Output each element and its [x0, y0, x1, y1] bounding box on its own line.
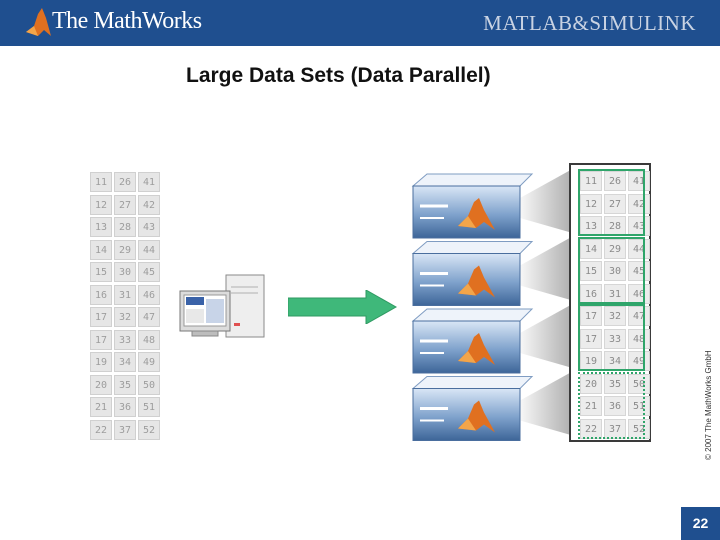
distributed-matrix-cell: 11	[580, 171, 602, 191]
input-matrix-cell: 36	[114, 397, 136, 417]
distributed-matrix-cell: 26	[604, 171, 626, 191]
input-matrix-cell: 22	[90, 419, 112, 440]
input-matrix-cell: 33	[114, 329, 136, 350]
client-computer-icon	[179, 274, 265, 338]
product-name: MATLAB&SIMULINK	[483, 11, 696, 35]
input-matrix-cell: 31	[114, 284, 136, 305]
header-bar: The MathWorks MATLAB&SIMULINK	[0, 0, 720, 46]
server-box	[412, 185, 521, 239]
input-matrix-cell: 37	[114, 419, 136, 440]
page-number: 22	[681, 507, 720, 540]
input-matrix-cell: 17	[90, 329, 112, 350]
input-matrix-cell: 28	[114, 217, 136, 237]
distributed-matrix-cell: 17	[580, 328, 602, 349]
distributed-matrix-cell: 27	[604, 193, 626, 214]
distributed-matrix-cell: 30	[604, 261, 626, 281]
brand-name: The MathWorks	[52, 8, 202, 34]
distribute-arrow-icon	[288, 290, 398, 324]
input-matrix-cell: 12	[90, 194, 112, 215]
input-matrix-cell: 13	[90, 217, 112, 237]
distributed-matrix-cell: 12	[580, 193, 602, 214]
worker-link-wedge	[520, 167, 576, 234]
matlab-logo-icon	[458, 216, 476, 228]
distributed-matrix-cell: 17	[580, 306, 602, 326]
server-top-face	[411, 308, 534, 322]
input-matrix-cell: 20	[90, 374, 112, 395]
input-matrix-cell: 21	[90, 397, 112, 417]
distributed-matrix-cell: 16	[580, 283, 602, 304]
input-matrix-cell: 29	[114, 239, 136, 260]
input-matrix-cell: 50	[138, 374, 160, 395]
server-top-face	[411, 376, 534, 389]
input-matrix-cell: 15	[90, 262, 112, 282]
distributed-matrix-cell: 29	[604, 238, 626, 259]
input-matrix-cell: 16	[90, 284, 112, 305]
input-matrix-cell: 51	[138, 397, 160, 417]
input-matrix-cell: 30	[114, 262, 136, 282]
server-top-face	[411, 241, 534, 254]
input-matrix-cell: 11	[90, 172, 112, 192]
input-matrix-cell: 46	[138, 284, 160, 305]
worker-partition-outline	[578, 236, 645, 304]
matlab-logo-icon	[458, 418, 476, 431]
server-box	[412, 253, 521, 306]
distributed-matrix-cell: 21	[580, 396, 602, 416]
worker-partition-outline	[578, 169, 645, 236]
input-matrix-cell: 45	[138, 262, 160, 282]
input-matrix-cell: 44	[138, 239, 160, 260]
distributed-matrix-cell: 15	[580, 261, 602, 281]
matlab-logo-icon	[458, 283, 476, 296]
input-matrix-cell: 17	[90, 307, 112, 327]
server-top-face	[411, 173, 534, 187]
distributed-matrix-cell: 37	[604, 418, 626, 439]
distributed-matrix-cell: 20	[580, 373, 602, 394]
input-matrix-cell: 27	[114, 194, 136, 215]
copyright-text: © 2007 The MathWorks GmbH	[704, 350, 713, 460]
input-matrix-cell: 42	[138, 194, 160, 215]
matlab-logo-icon	[458, 351, 476, 363]
worker-partition-outline	[578, 371, 645, 439]
worker-link-wedge	[520, 234, 576, 302]
input-matrix-cell: 49	[138, 352, 160, 372]
server-box	[412, 388, 521, 441]
distributed-matrix-cell: 32	[604, 306, 626, 326]
input-matrix-cell: 14	[90, 239, 112, 260]
worker-link-wedge	[520, 302, 576, 369]
slide-title: Large Data Sets (Data Parallel)	[186, 64, 491, 87]
distributed-matrix-cell: 35	[604, 373, 626, 394]
input-matrix-cell: 41	[138, 172, 160, 192]
input-matrix-cell: 26	[114, 172, 136, 192]
input-matrix-cell: 32	[114, 307, 136, 327]
server-box	[412, 320, 521, 374]
input-matrix-cell: 48	[138, 329, 160, 350]
input-matrix-cell: 47	[138, 307, 160, 327]
input-matrix-cell: 19	[90, 352, 112, 372]
input-matrix-cell: 43	[138, 217, 160, 237]
worker-link-wedge	[520, 369, 576, 437]
worker-partition-outline	[578, 304, 645, 371]
distributed-matrix-cell: 36	[604, 396, 626, 416]
input-matrix-cell: 35	[114, 374, 136, 395]
distributed-matrix-cell: 14	[580, 238, 602, 259]
distributed-matrix-cell: 33	[604, 328, 626, 349]
mathworks-logo-icon	[26, 8, 51, 36]
input-matrix-cell: 52	[138, 419, 160, 440]
input-matrix-cell: 34	[114, 352, 136, 372]
